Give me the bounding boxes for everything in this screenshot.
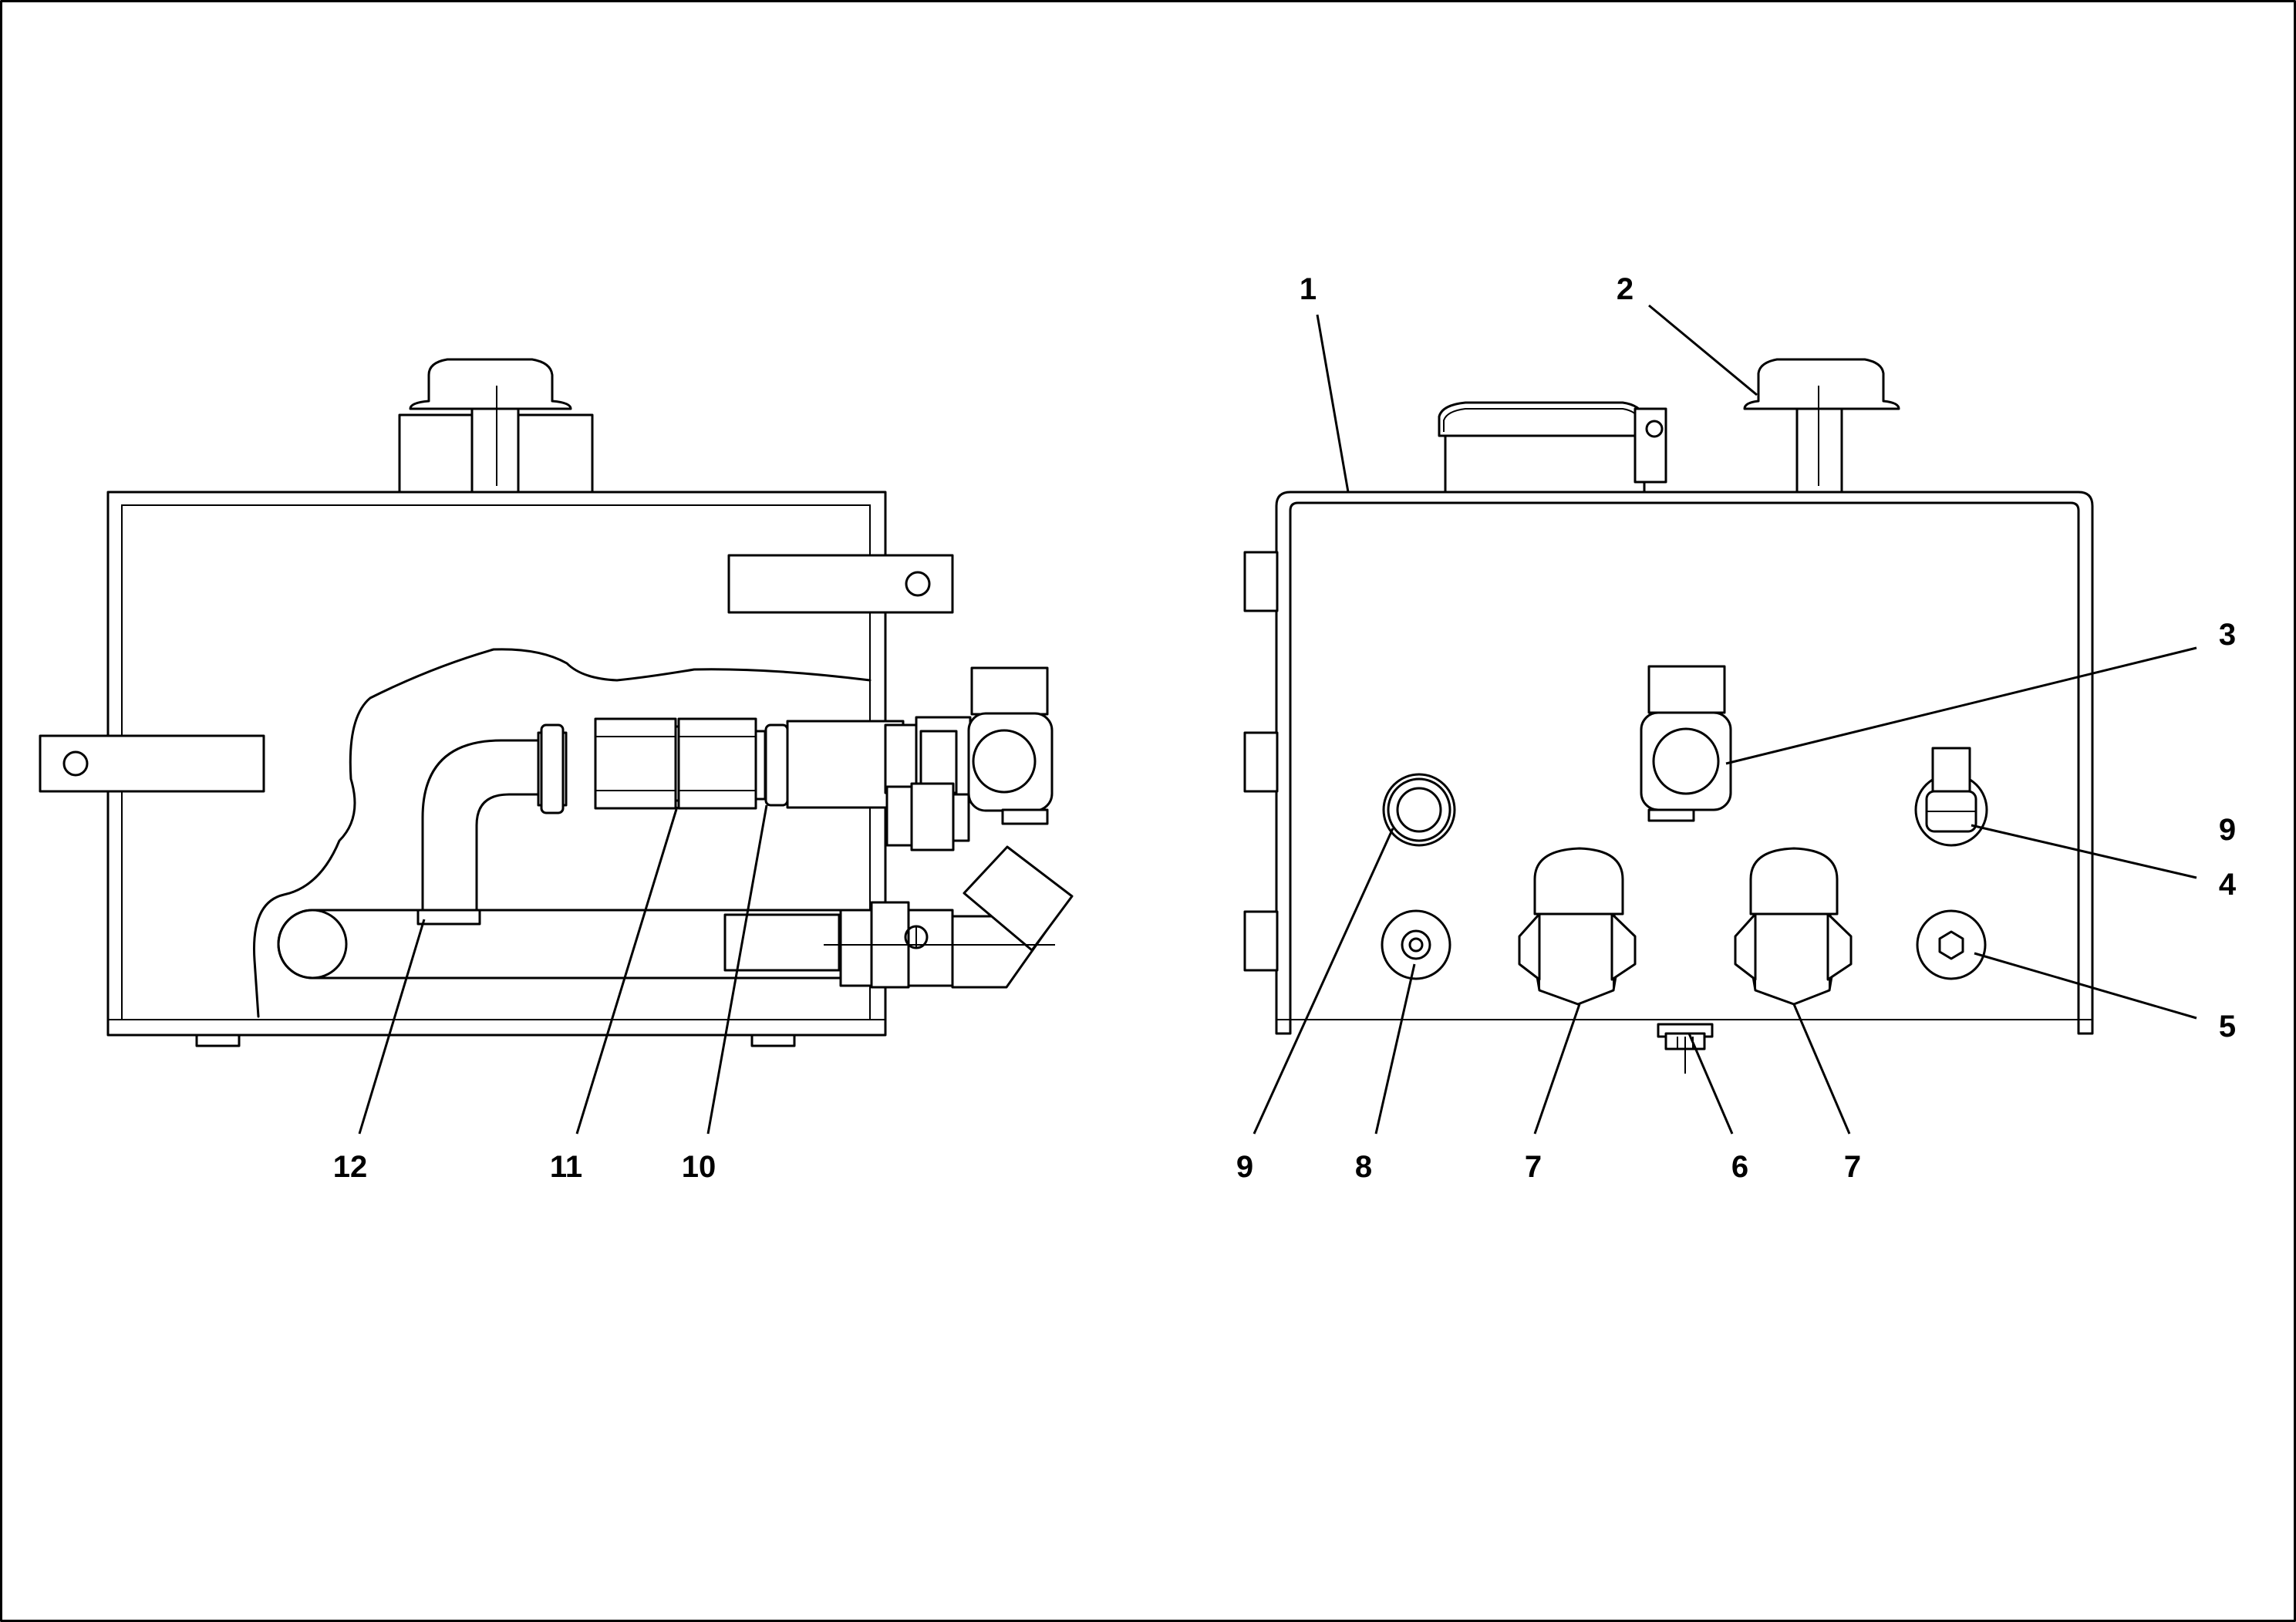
grease-nipple	[1381, 909, 1451, 980]
mounting-bracket-left	[39, 734, 265, 793]
callout-4: 4	[2219, 868, 2237, 902]
callout-3: 3	[2219, 618, 2236, 652]
suction-elbow-pipe	[421, 739, 541, 916]
tank-body-right	[1275, 491, 2094, 1035]
drain-plug-5	[1916, 909, 1987, 980]
pipe-fittings	[537, 717, 905, 814]
drain-fitting-left	[824, 845, 1074, 989]
callout-7-right: 7	[1844, 1150, 1861, 1184]
callout-9-left: 9	[1236, 1150, 1253, 1184]
callout-10: 10	[682, 1150, 716, 1184]
leader-lines	[358, 304, 2197, 1135]
left-view-tank	[39, 358, 1074, 1047]
valve-assembly-left	[884, 666, 1054, 851]
cutaway-outline	[252, 648, 872, 1018]
right-view-tank	[1243, 358, 2094, 1074]
filler-cap-left	[398, 358, 594, 501]
filter-housing	[1438, 401, 1667, 495]
callout-12: 12	[333, 1150, 368, 1184]
callout-7-left: 7	[1525, 1150, 1542, 1184]
callout-6: 6	[1731, 1150, 1748, 1184]
callout-numbers: 1 2 3 9 4 5 12 11 10 9 8 7 6 7	[333, 272, 2237, 1184]
callout-8: 8	[1355, 1150, 1372, 1184]
breather-cap	[1743, 358, 1900, 501]
level-valve	[1640, 665, 1732, 822]
callout-2: 2	[1617, 272, 1633, 306]
callout-1: 1	[1300, 272, 1317, 306]
pipe-clamp	[416, 909, 481, 926]
strainer-tube	[277, 909, 935, 980]
drain-valve-6	[1657, 1023, 1714, 1074]
callout-9-right: 9	[2219, 813, 2236, 847]
mounting-bracket-right	[727, 554, 954, 614]
port-7-right	[1734, 847, 1853, 1006]
callout-5: 5	[2219, 1010, 2236, 1044]
callout-11: 11	[550, 1150, 582, 1184]
side-lugs	[1243, 551, 1279, 972]
port-7-left	[1518, 847, 1637, 1006]
plug-9-right	[1914, 747, 1988, 847]
plug-9-left	[1382, 773, 1456, 847]
